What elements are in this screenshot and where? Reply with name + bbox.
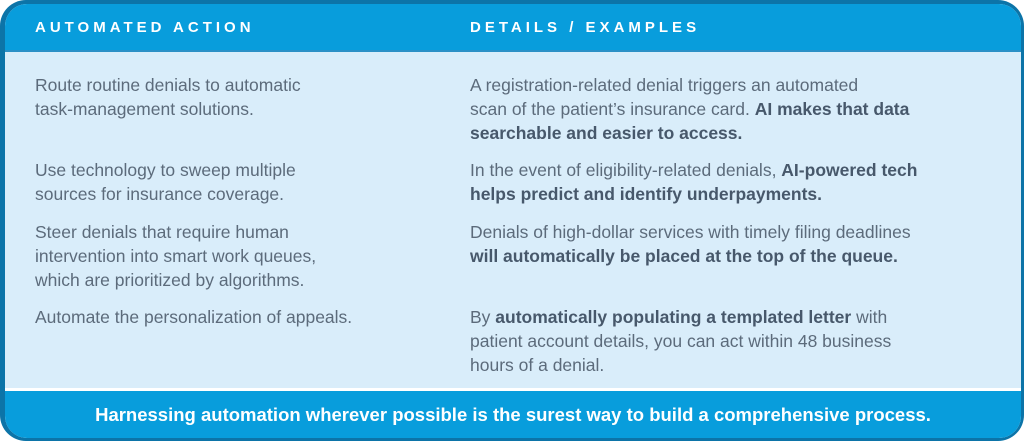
table-row-4-action-cell: Automate the personalization of appeals. [35, 307, 353, 328]
card: AUTOMATED ACTION DETAILS / EXAMPLES Rout… [5, 4, 1021, 438]
callout-banner: Harnessing automation wherever possible … [5, 391, 1021, 438]
table-header-row: AUTOMATED ACTION DETAILS / EXAMPLES [5, 4, 1021, 52]
column-header-details-examples: DETAILS / EXAMPLES [470, 18, 701, 36]
callout-banner-text: Harnessing automation wherever possible … [95, 403, 931, 425]
table-row-3-details-cell: Denials of high-dollar services with tim… [470, 221, 911, 266]
table-row-4-details-cell: By automatically populating a templated … [470, 307, 892, 375]
table-row-2-details-cell: In the event of eligibility-related deni… [470, 160, 918, 205]
column-header-automated-action: AUTOMATED ACTION [35, 18, 255, 36]
table-row-1-details-cell: A registration-related denial triggers a… [470, 75, 910, 143]
